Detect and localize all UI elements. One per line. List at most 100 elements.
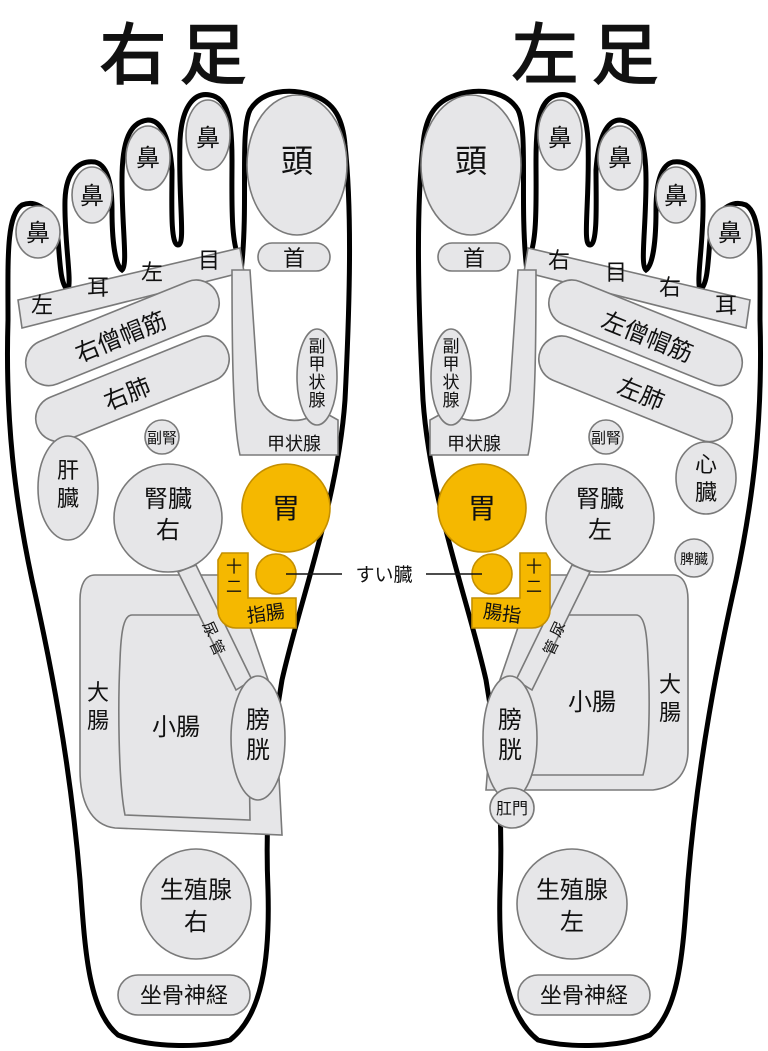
- left-trapezius-zone: [548, 279, 744, 387]
- right-kidney-zone: [113, 463, 223, 573]
- right-parathyroid-c1: 副: [309, 337, 326, 357]
- right-liver-c1: 肝: [57, 459, 79, 484]
- left-lung-zone: [538, 335, 734, 443]
- right-bladder-c2: 胱: [246, 736, 270, 764]
- left-genital-l1: 生殖腺: [536, 876, 608, 904]
- right-eye-side-label: 左: [141, 261, 163, 286]
- right-kidney-l1: 腎臓: [144, 485, 192, 513]
- right-duodenum-c1: 十: [226, 557, 242, 576]
- left-parathyroid-c2: 甲: [443, 355, 460, 375]
- left-heart-c1: 心: [695, 453, 717, 478]
- left-spleen-label: 脾臓: [680, 552, 708, 568]
- right-kidney-l2: 右: [156, 516, 180, 544]
- left-thyroid-label: 甲状腺: [447, 434, 501, 455]
- left-ureter-c2: 管: [540, 637, 563, 658]
- left-sciatic-label: 坐骨神経: [540, 984, 628, 1009]
- right-neck-zone: [257, 242, 331, 272]
- right-foot-title: 右足: [100, 17, 260, 94]
- right-toe2-zone: [185, 99, 231, 171]
- left-kidney-l1: 腎臓: [576, 485, 624, 513]
- left-eye-label: 目: [605, 261, 627, 286]
- left-stomach-label: 胃: [468, 492, 496, 525]
- left-sciatic-zone: [517, 974, 651, 1016]
- left-thyroid-zone: [429, 269, 537, 456]
- left-adrenal-zone: [588, 419, 624, 455]
- left-large-intestine-c1: 大: [659, 673, 681, 698]
- right-trapezius-zone: [24, 279, 220, 387]
- right-ear-label: 耳: [87, 276, 109, 301]
- right-eye-label: 目: [198, 249, 220, 274]
- left-parathyroid-zone: [430, 328, 472, 426]
- right-sciatic-label: 坐骨神経: [140, 984, 228, 1009]
- right-head-zone: [246, 94, 348, 236]
- left-foot-title: 左足: [512, 17, 672, 94]
- left-anus-label: 肛門: [496, 799, 528, 818]
- left-toe2-zone: [537, 99, 583, 171]
- left-bladder-c1: 膀: [498, 706, 522, 734]
- right-bladder-c1: 膀: [246, 706, 270, 734]
- pancreas-callout: すい臓: [286, 564, 482, 586]
- right-genital-l1: 生殖腺: [160, 876, 232, 904]
- left-nose-label-5: 鼻: [718, 219, 742, 247]
- left-foot-zones: [420, 94, 753, 1016]
- left-kidney-zone: [545, 463, 655, 573]
- left-parathyroid-c1: 副: [443, 337, 460, 357]
- left-neck-label: 首: [463, 247, 485, 272]
- right-stomach-zone: [241, 463, 331, 553]
- left-duodenum-zone: [471, 552, 551, 629]
- right-ureter-c2: 管: [206, 637, 229, 658]
- right-small-intestine-label: 小腸: [152, 713, 200, 741]
- right-thyroid-zone: [231, 269, 339, 456]
- left-head-label: 頭: [455, 142, 487, 180]
- left-small-intestine-label: 小腸: [568, 688, 616, 716]
- right-ear-side-label: 左: [31, 294, 53, 319]
- right-toe4-zone: [71, 166, 113, 224]
- left-stomach-zone: [437, 463, 527, 553]
- right-nose-label-5: 鼻: [26, 219, 50, 247]
- left-head-zone: [420, 94, 522, 236]
- left-parathyroid-c3: 状: [443, 373, 460, 393]
- left-nose-label-2: 鼻: [548, 124, 572, 152]
- left-small-intestine-zone: [517, 614, 650, 776]
- left-toe5-zone: [707, 205, 753, 259]
- left-duodenum-c2: 二: [526, 577, 542, 596]
- left-duodenum-tail: 腸指: [482, 600, 523, 627]
- left-neck-zone: [437, 242, 511, 272]
- left-bladder-c2: 胱: [498, 736, 522, 764]
- left-nose-label-3: 鼻: [608, 144, 632, 172]
- right-genital-l2: 右: [184, 908, 208, 936]
- left-kidney-l2: 左: [588, 516, 612, 544]
- left-genital-l2: 左: [560, 908, 584, 936]
- left-anus-zone: [489, 787, 535, 829]
- right-ureter-c1: 尿: [198, 619, 221, 640]
- left-ureter-c1: 尿: [547, 619, 570, 640]
- right-parathyroid-zone: [296, 328, 338, 426]
- left-eye-side-label: 右: [548, 249, 570, 274]
- right-head-label: 頭: [281, 142, 313, 180]
- left-large-intestine-c2: 腸: [659, 701, 681, 726]
- right-sciatic-zone: [117, 974, 251, 1016]
- left-genital-zone: [516, 848, 628, 960]
- left-ear-label: 耳: [715, 294, 737, 319]
- right-genital-zone: [140, 848, 252, 960]
- left-toe3-zone: [597, 125, 643, 191]
- right-stomach-label: 胃: [272, 492, 300, 525]
- right-nose-label-3: 鼻: [136, 144, 160, 172]
- right-duodenum-zone: [217, 552, 297, 629]
- right-duodenum-tail: 指腸: [246, 600, 287, 627]
- right-liver-zone: [37, 435, 99, 541]
- left-spleen-zone: [674, 538, 714, 578]
- right-large-intestine-c2: 腸: [87, 709, 109, 734]
- left-adrenal-label: 副腎: [591, 429, 621, 447]
- right-toe5-zone: [15, 205, 61, 259]
- right-parathyroid-c3: 状: [309, 373, 326, 393]
- left-toe4-zone: [655, 166, 697, 224]
- left-heart-zone: [675, 441, 737, 515]
- right-duodenum-c2: 二: [226, 577, 242, 596]
- right-nose-label-2: 鼻: [196, 124, 220, 152]
- right-liver-c2: 臓: [57, 487, 79, 512]
- left-foot: 頭 首 鼻 鼻 鼻 鼻 右 目 右 耳 左僧帽筋 左肺 副 甲 状 腺 甲状腺 …: [415, 88, 764, 1048]
- left-duodenum-c1: 十: [526, 557, 542, 576]
